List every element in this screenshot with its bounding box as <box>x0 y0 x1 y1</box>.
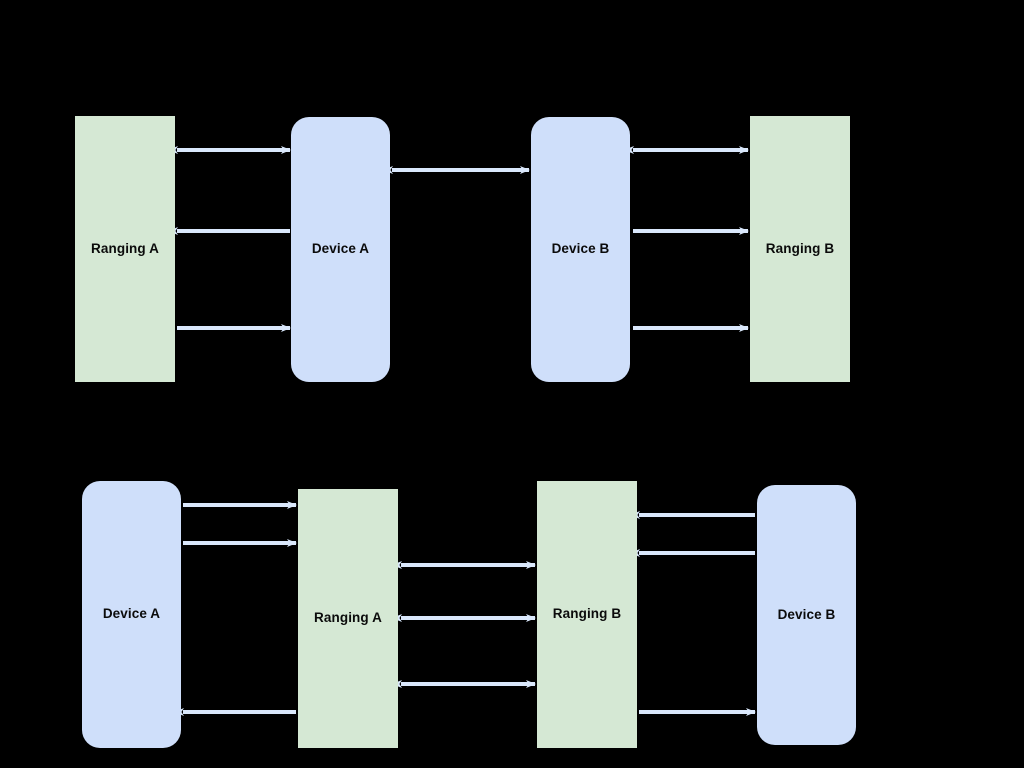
node-top-ranging-b[interactable]: Ranging B <box>750 116 850 382</box>
node-bot-device-b[interactable]: Device B <box>757 485 856 745</box>
node-label-top-ranging-b: Ranging B <box>765 240 835 256</box>
node-label-top-device-a: Device A <box>311 241 370 257</box>
node-label-bot-device-a: Device A <box>102 606 161 622</box>
node-bot-device-a[interactable]: Device A <box>82 481 181 748</box>
node-bot-ranging-a[interactable]: Ranging A <box>298 489 398 748</box>
node-top-ranging-a[interactable]: Ranging A <box>75 116 175 382</box>
node-bot-ranging-b[interactable]: Ranging B <box>537 481 637 748</box>
node-label-bot-ranging-a: Ranging A <box>314 610 382 626</box>
node-label-top-ranging-a: Ranging A <box>91 240 159 256</box>
node-label-bot-ranging-b: Ranging B <box>552 606 622 622</box>
node-top-device-b[interactable]: Device B <box>531 117 630 382</box>
node-label-bot-device-b: Device B <box>777 606 836 622</box>
node-label-top-device-b: Device B <box>551 241 610 257</box>
node-top-device-a[interactable]: Device A <box>291 117 390 382</box>
